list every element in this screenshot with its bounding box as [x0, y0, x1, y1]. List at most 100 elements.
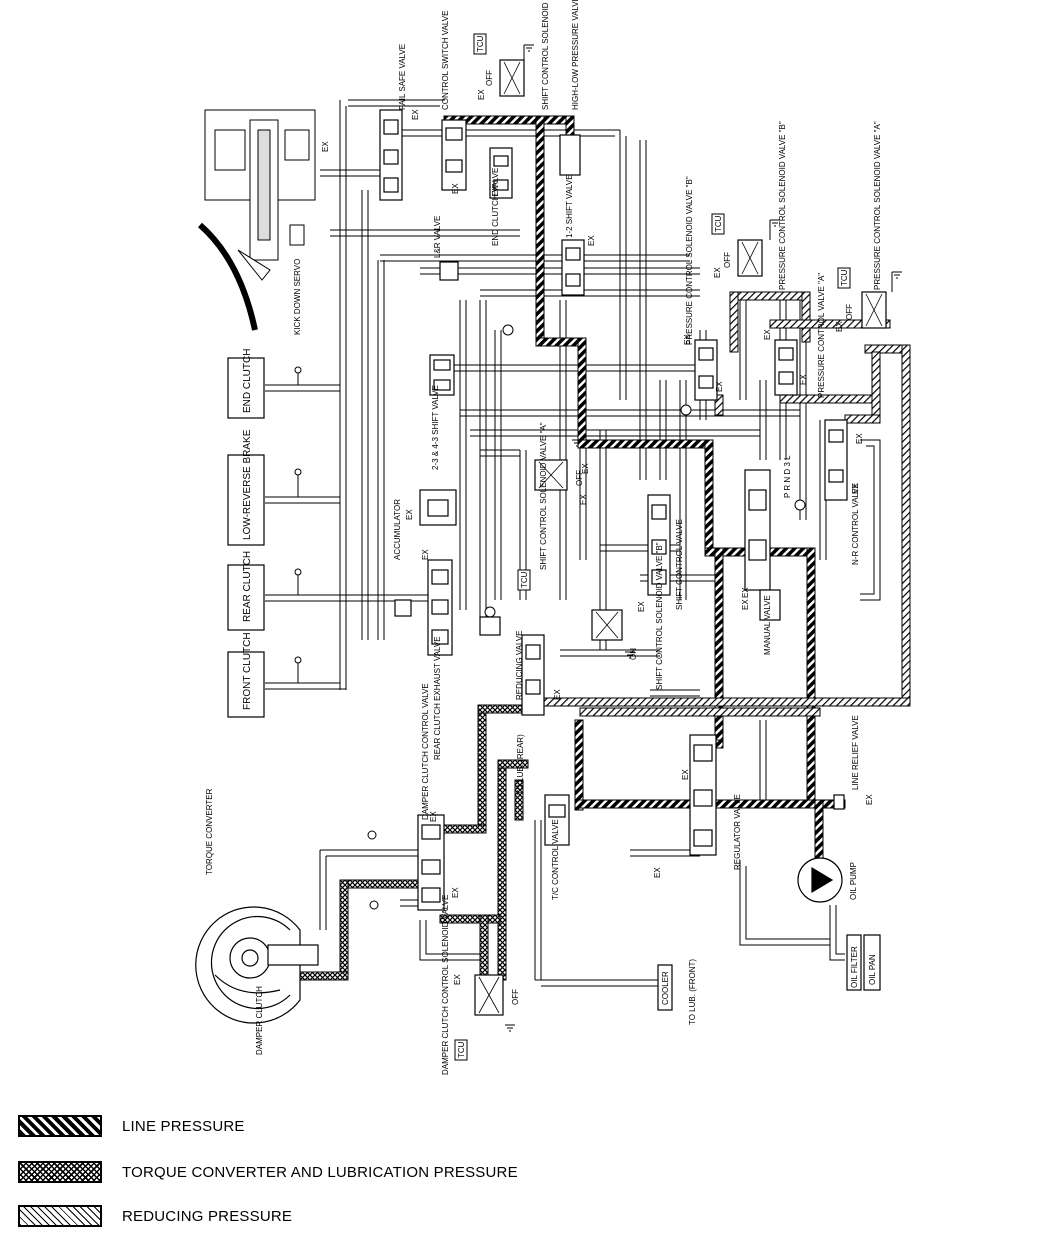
rear-clutch-box [227, 564, 265, 631]
labels: FAIL SAFE VALVE CONTROL SWITCH VALVE HIG… [205, 0, 882, 1075]
solenoid-valves [474, 59, 887, 1016]
ex-label: EX [851, 483, 860, 494]
reducing-valve-label: REDUCING VALVE [515, 631, 524, 701]
ex-label: EX [653, 867, 662, 878]
end-clutch-valve-label: END CLUTCH VALVE [491, 168, 500, 246]
valve-bodies [379, 109, 848, 911]
ex-label: EX [681, 769, 690, 780]
off-label: OFF [845, 304, 854, 320]
dcc-solenoid-label: DAMPER CLUTCH CONTROL SOLENOID VALVE [441, 895, 450, 1075]
ex-label: EX [637, 601, 646, 612]
ex-label: EX [799, 374, 808, 385]
ex-label: EX [741, 587, 750, 598]
prndl-label: P R N D 3 L [783, 455, 792, 498]
tcu-label-2: TCU [714, 215, 723, 232]
low-reverse-brake-label: LOW-REVERSE BRAKE [242, 429, 253, 540]
ex-label: EX [405, 509, 414, 520]
tcu-label-1: TCU [476, 35, 485, 52]
pcv-a-label: PRESSURE CONTROL VALVE "A" [817, 273, 826, 398]
ex-label: EX [553, 689, 562, 700]
fail-safe-valve-label: FAIL SAFE VALVE [398, 44, 407, 110]
ex-label: EX [763, 329, 772, 340]
rear-clutch-exhaust-label: REAR CLUTCH EXHAUST VALVE [433, 636, 442, 760]
shift-control-valve-label: SHIFT CONTROL VALVE [675, 519, 684, 610]
rear-clutch-label: REAR CLUTCH [242, 551, 253, 622]
ex-label: EX [581, 463, 590, 474]
damper-clutch-control-label: DAMPER CLUTCH CONTROL VALVE [421, 683, 430, 820]
damper-clutch-label: DAMPER CLUTCH [255, 986, 264, 1055]
off-label: OFF [511, 989, 520, 1005]
cooler-box [657, 964, 673, 1011]
legend-row-line-pressure: LINE PRESSURE [18, 1111, 245, 1141]
shift-solenoid-c-label: SHIFT CONTROL SOLENOID VALVE "C" [541, 0, 550, 110]
line-relief-valve-label: LINE RELIEF VALVE [851, 715, 860, 790]
oil-filter-box [846, 934, 862, 991]
pcsv-a-label: PRESSURE CONTROL SOLENOID VALVE "A" [873, 121, 882, 290]
off-label: OFF [485, 70, 494, 86]
to-lub-front-label: TO LUB. (FRONT) [688, 959, 697, 1025]
front-clutch-label: FRONT CLUTCH [242, 632, 253, 710]
high-low-valve-label: HIGH-LOW PRESSURE VALVE [571, 0, 580, 110]
manual-valve-label: MANUAL VALVE [763, 595, 772, 655]
ex-label: EX [477, 89, 486, 100]
kick-down-servo [198, 109, 316, 331]
oil-pan-box [863, 934, 881, 991]
hydraulic-circuit-diagram: FAIL SAFE VALVE CONTROL SWITCH VALVE HIG… [195, 0, 911, 1075]
ex-label: EX [451, 183, 460, 194]
ex-label: EX [411, 109, 420, 120]
shift-solenoid-a-label: SHIFT CONTROL SOLENOID VALVE "A" [539, 422, 548, 570]
regulator-valve-label: REGULATOR VALVE [733, 794, 742, 870]
ex-label: EX [451, 887, 460, 898]
ex-label: EX [713, 267, 722, 278]
ex-label: EX [715, 381, 724, 392]
front-clutch-box [227, 651, 265, 718]
ground-symbols [505, 44, 902, 1032]
low-reverse-brake-box [227, 454, 265, 546]
ex-label: EX [855, 433, 864, 444]
legend-label: REDUCING PRESSURE [122, 1207, 293, 1225]
ex-label: EX [587, 235, 596, 246]
shift-12-valve-label: 1-2 SHIFT VALVE [565, 174, 574, 238]
on-label: ON [629, 648, 638, 660]
ex-label: EX [865, 794, 874, 805]
ex-label: EX [683, 334, 692, 345]
oil-supply [657, 857, 881, 1011]
accumulator-label: ACCUMULATOR [393, 499, 402, 560]
tcu-label-3: TCU [840, 269, 849, 286]
ex-label: EX [835, 321, 844, 332]
torque-converter [195, 906, 319, 1024]
tcu-boxes [454, 33, 851, 1061]
line-pressure-swatch [18, 1115, 102, 1137]
reducing-pressure-swatch [18, 1205, 102, 1227]
cooler-label: COOLER [661, 971, 670, 1005]
ex-label: EX [491, 185, 500, 196]
reducing-pressure-passages [539, 291, 911, 717]
ex-label: EX [429, 811, 438, 822]
lr-valve-label: L&R VALVE [433, 216, 442, 258]
ex-label: EX [579, 494, 588, 505]
tcu-label-4: TCU [520, 571, 529, 588]
legend-label: LINE PRESSURE [122, 1117, 245, 1135]
to-lub-rear-label: TO LUB. (REAR) [516, 734, 525, 795]
tc-control-valve-label: T/C CONTROL VALVE [551, 819, 560, 900]
ex-label: EX [321, 141, 330, 152]
end-clutch-label: END CLUTCH [242, 349, 253, 413]
legend-row-torque-converter: TORQUE CONVERTER AND LUBRICATION PRESSUR… [18, 1157, 518, 1187]
legend-label: TORQUE CONVERTER AND LUBRICATION PRESSUR… [122, 1163, 518, 1181]
torque-converter-swatch [18, 1161, 102, 1183]
pcv-b-label: PRESSURE CONTROL SOLENOID VALVE "B" [685, 176, 694, 345]
shift-2334-label: 2-3 & 4-3 SHIFT VALVE [431, 385, 440, 470]
tcu-label-5: TCU [457, 1041, 466, 1058]
ex-label: EX [421, 549, 430, 560]
clutch-boxes [227, 357, 265, 718]
shift-solenoid-b-label: SHIFT CONTROL SOLENOID VALVE "B" [655, 542, 664, 690]
torque-converter-label: TORQUE CONVERTER [205, 788, 214, 875]
oil-pan-label: OIL PAN [868, 954, 877, 985]
off-label: OFF [723, 252, 732, 268]
ex-label: EX [453, 974, 462, 985]
off-label: OFF [575, 470, 584, 486]
oil-filter-label: OIL FILTER [850, 946, 859, 988]
legend-row-reducing-pressure: REDUCING PRESSURE [18, 1201, 292, 1231]
control-switch-valve-label: CONTROL SWITCH VALVE [441, 11, 450, 110]
end-clutch-box [227, 357, 265, 419]
